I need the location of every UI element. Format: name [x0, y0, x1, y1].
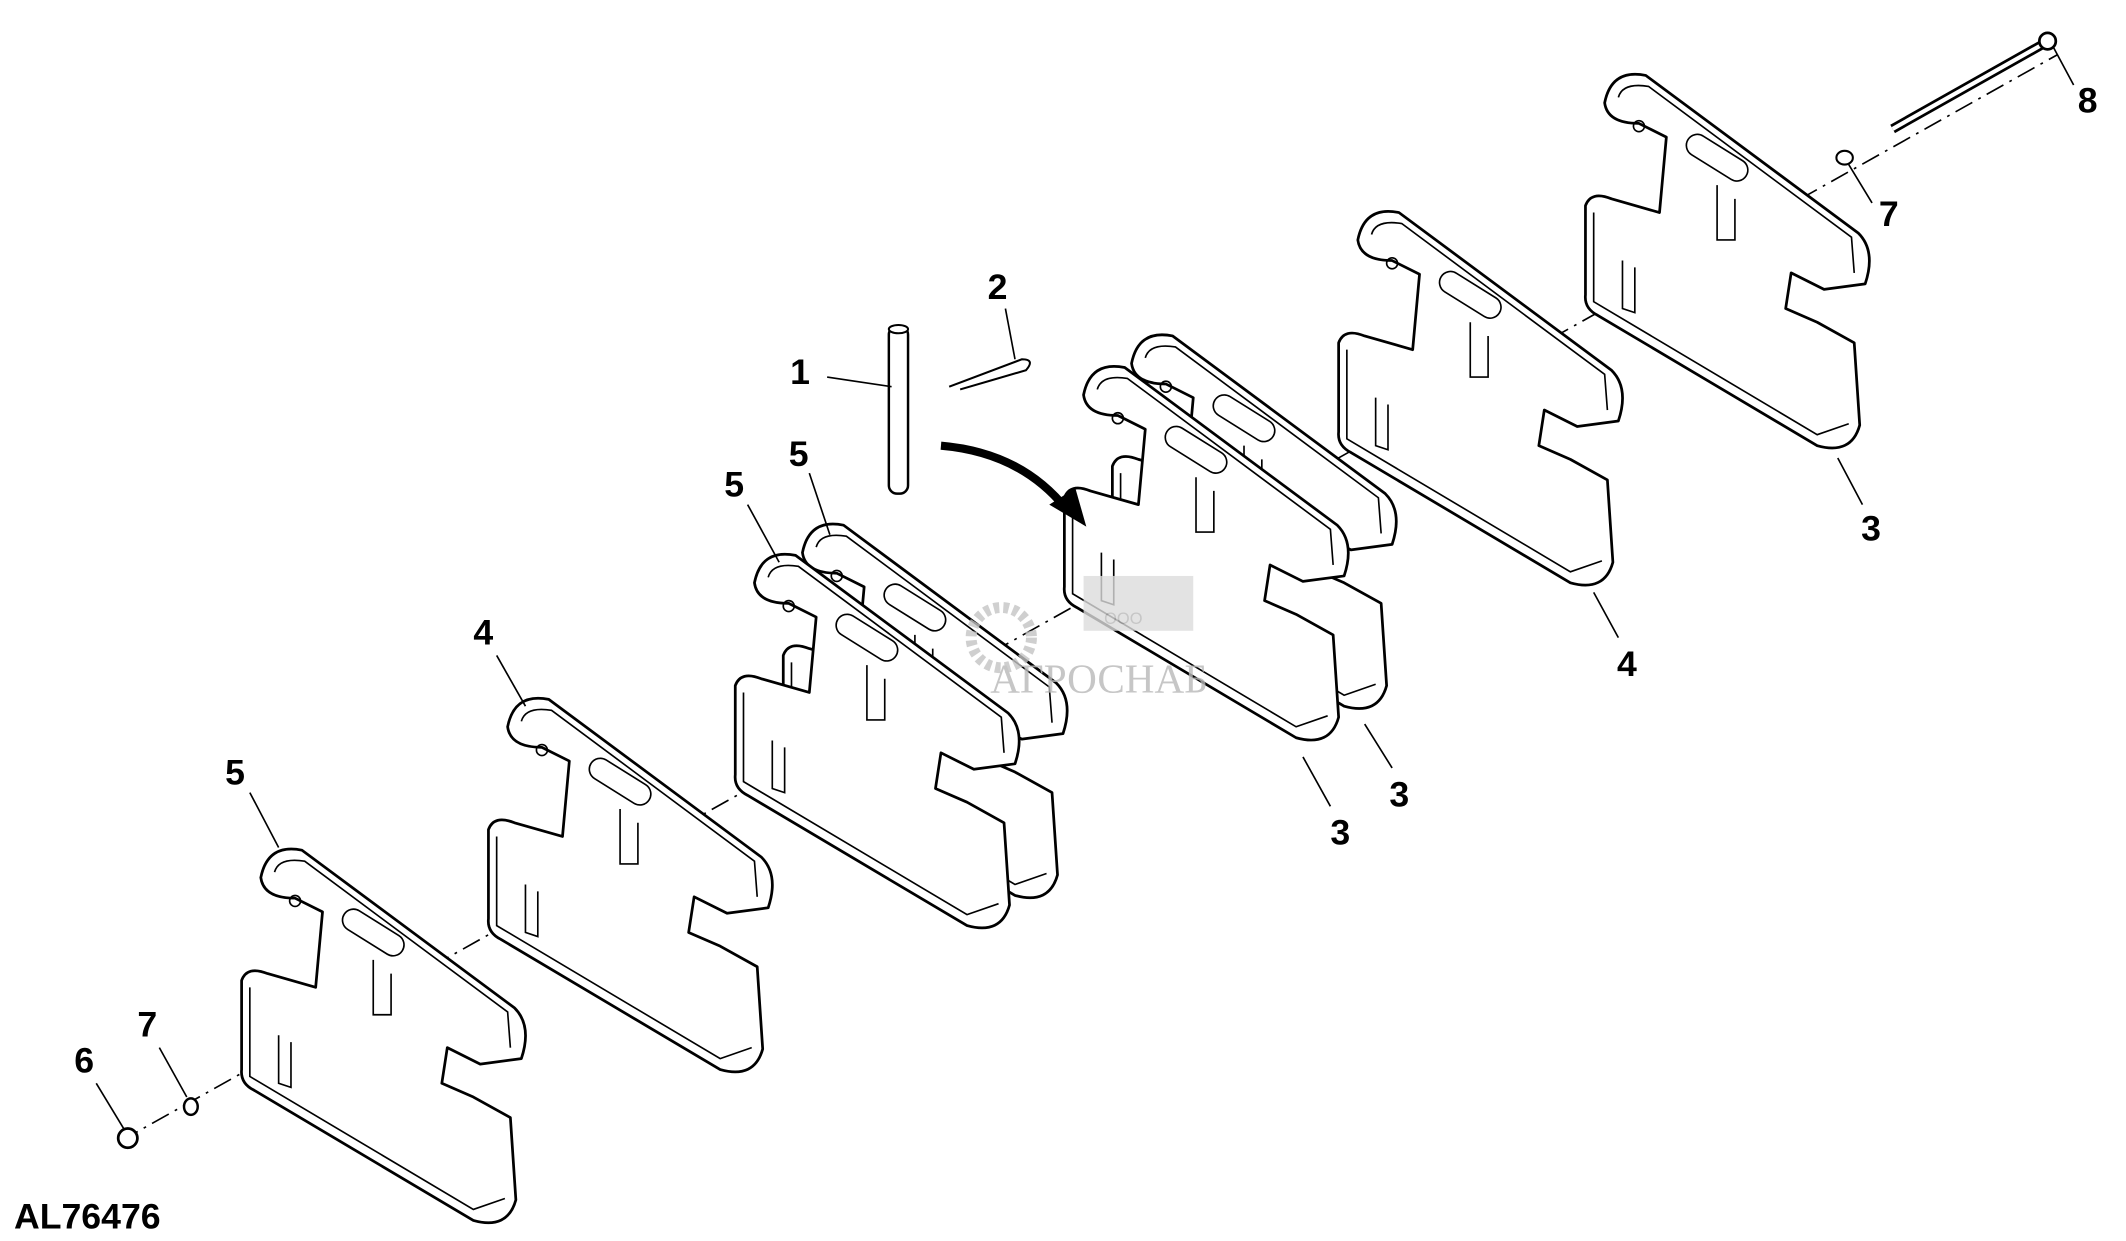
weight-4-front [486, 696, 774, 1074]
callout-3: 3 [1330, 813, 1350, 853]
callout-2: 2 [988, 267, 1008, 307]
watermark-logo: ООО АГРОСНАБ [965, 575, 1208, 701]
bolt-part-8 [1890, 31, 2058, 134]
weight-5-front [240, 847, 527, 1225]
callout-5: 5 [724, 464, 744, 504]
callout-3: 3 [1389, 774, 1409, 814]
weight-3-rear [1583, 72, 1871, 450]
arrow-head-icon [1049, 488, 1087, 527]
install-arrow-icon [940, 441, 1071, 513]
nut-part-6 [116, 1127, 139, 1150]
watermark-prefix: ООО [1104, 610, 1142, 628]
callout-6: 6 [74, 1040, 94, 1080]
callout-4: 4 [473, 612, 493, 652]
callout-1: 1 [790, 352, 810, 392]
callout-5: 5 [225, 752, 245, 792]
gear-icon [965, 601, 1037, 674]
harvester-icon [1083, 575, 1194, 631]
callout-7: 7 [137, 1005, 157, 1045]
washer-part-7-rear [1835, 149, 1854, 166]
pin-part-1 [887, 323, 910, 495]
washer-part-7-front [182, 1097, 199, 1117]
callout-4: 4 [1617, 644, 1637, 684]
callout-8: 8 [2078, 80, 2098, 120]
leader-lines [95, 46, 2075, 1129]
clip-part-2 [948, 358, 1031, 391]
callout-7: 7 [1879, 194, 1899, 234]
figure-id: AL76476 [14, 1197, 161, 1237]
callout-3: 3 [1861, 508, 1881, 548]
watermark-name: АГРОСНАБ [990, 655, 1208, 701]
callout-5: 5 [789, 434, 809, 474]
